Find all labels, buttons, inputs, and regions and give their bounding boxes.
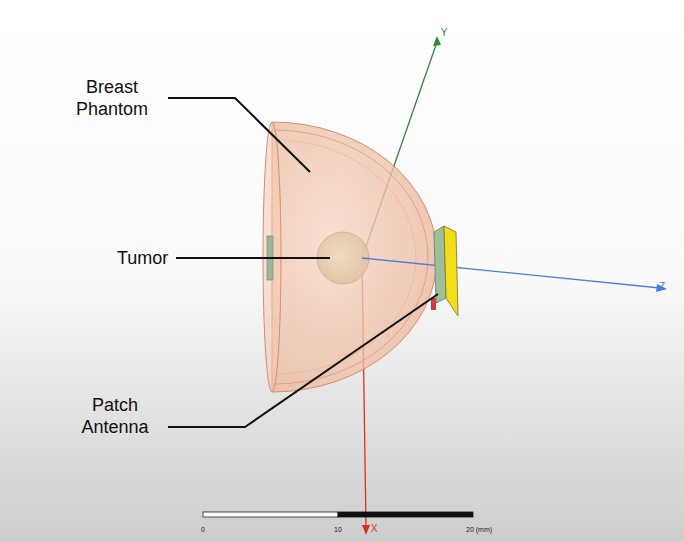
callout-label: Breast Phantom bbox=[62, 76, 162, 120]
callout-label: Patch Antenna bbox=[65, 394, 165, 438]
axis-label: Z bbox=[659, 281, 665, 293]
axis-label: X bbox=[371, 523, 378, 535]
antenna-patch bbox=[444, 226, 458, 316]
x-axis-head bbox=[362, 525, 370, 535]
leader-line bbox=[176, 257, 330, 259]
y-axis-head bbox=[433, 36, 441, 46]
callout-label: Tumor bbox=[117, 247, 168, 269]
leader-line bbox=[168, 294, 438, 427]
leader-line bbox=[168, 98, 310, 172]
scale-label: 20 (mm) bbox=[466, 525, 492, 534]
scale-bar-white bbox=[203, 512, 338, 517]
scale-label: 0 bbox=[201, 525, 205, 534]
scale-label: 10 bbox=[334, 525, 342, 534]
scale-bar-black bbox=[338, 512, 473, 517]
antenna-feed bbox=[431, 298, 436, 310]
z-axis bbox=[362, 258, 660, 288]
axis-label: Y bbox=[441, 27, 448, 39]
